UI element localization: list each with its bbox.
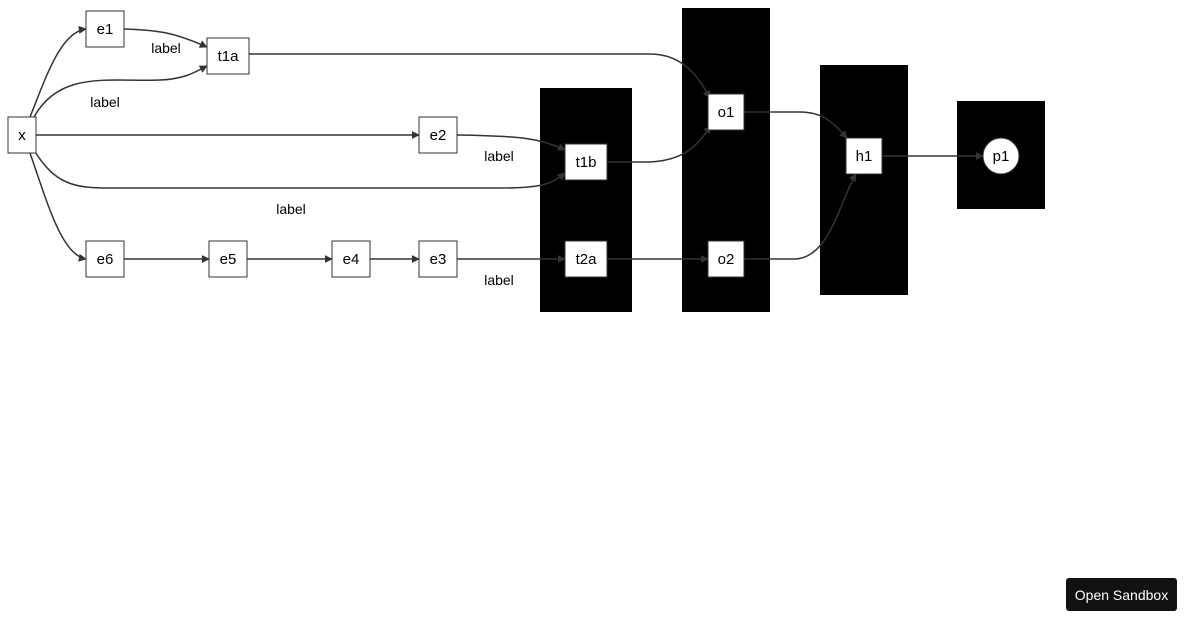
edge-label-e3-t2a: label bbox=[484, 272, 514, 288]
edge-label-x-t1b: label bbox=[276, 201, 306, 217]
node-e6[interactable]: e6 bbox=[85, 240, 125, 278]
node-e4-label: e4 bbox=[343, 251, 360, 268]
node-e3-box bbox=[418, 240, 458, 278]
node-o2-box bbox=[707, 240, 745, 278]
node-t1a-box bbox=[206, 37, 250, 75]
node-e3-label: e3 bbox=[430, 251, 447, 268]
node-e4-box bbox=[331, 240, 371, 278]
edge-label-e1-t1a: label bbox=[151, 40, 181, 56]
node-p1-circle bbox=[982, 137, 1020, 175]
node-o1-box bbox=[707, 93, 745, 131]
node-x-label: x bbox=[18, 127, 26, 144]
node-h1[interactable]: h1 bbox=[845, 137, 883, 175]
node-e3[interactable]: e3 bbox=[418, 240, 458, 278]
node-o1-label: o1 bbox=[718, 104, 735, 121]
node-o2[interactable]: o2 bbox=[707, 240, 745, 278]
edge-t1a-o1 bbox=[249, 53, 711, 99]
node-p1-label: p1 bbox=[993, 148, 1010, 165]
edge-label-x-t1a: label bbox=[90, 94, 120, 110]
edge-x-t1b bbox=[33, 149, 566, 189]
edge-label-e2-t1b: label bbox=[484, 148, 514, 164]
group-h bbox=[820, 65, 908, 295]
node-h1-label: h1 bbox=[856, 148, 873, 165]
edge-x-e6 bbox=[29, 152, 87, 262]
node-t1b-label: t1b bbox=[576, 154, 597, 171]
node-e5-box bbox=[208, 240, 248, 278]
edge-x-t1a bbox=[33, 65, 208, 118]
node-t2a[interactable]: t2a bbox=[564, 240, 608, 278]
node-e5-label: e5 bbox=[220, 251, 237, 268]
node-e4[interactable]: e4 bbox=[331, 240, 371, 278]
node-e2-box bbox=[418, 116, 458, 154]
edge-o2-h1 bbox=[744, 173, 857, 260]
node-x-box bbox=[7, 116, 37, 154]
node-p1[interactable]: p1 bbox=[982, 137, 1020, 175]
node-t1a[interactable]: t1a bbox=[206, 37, 250, 75]
edge-o1-h1 bbox=[744, 111, 848, 139]
node-t1a-label: t1a bbox=[218, 48, 240, 65]
node-h1-box bbox=[845, 137, 883, 175]
node-t1b-box bbox=[564, 143, 608, 181]
node-x[interactable]: x bbox=[7, 116, 37, 154]
node-e1[interactable]: e1 bbox=[85, 10, 125, 48]
open-sandbox-button[interactable]: Open Sandbox bbox=[1066, 578, 1177, 611]
node-o2-label: o2 bbox=[718, 251, 735, 268]
node-e2[interactable]: e2 bbox=[418, 116, 458, 154]
edge-e2-t1b bbox=[456, 134, 566, 151]
node-e1-box bbox=[85, 10, 125, 48]
node-t1b[interactable]: t1b bbox=[564, 143, 608, 181]
node-o1[interactable]: o1 bbox=[707, 93, 745, 131]
node-t2a-box bbox=[564, 240, 608, 278]
edge-t1b-o1 bbox=[607, 125, 712, 163]
node-e2-label: e2 bbox=[430, 127, 447, 144]
edge-e1-t1a bbox=[123, 28, 208, 48]
node-e1-label: e1 bbox=[97, 21, 114, 38]
group-t bbox=[540, 88, 632, 312]
node-t2a-label: t2a bbox=[576, 251, 598, 268]
node-e6-label: e6 bbox=[97, 251, 114, 268]
edge-x-e1 bbox=[29, 25, 87, 118]
node-e5[interactable]: e5 bbox=[208, 240, 248, 278]
node-e6-box bbox=[85, 240, 125, 278]
